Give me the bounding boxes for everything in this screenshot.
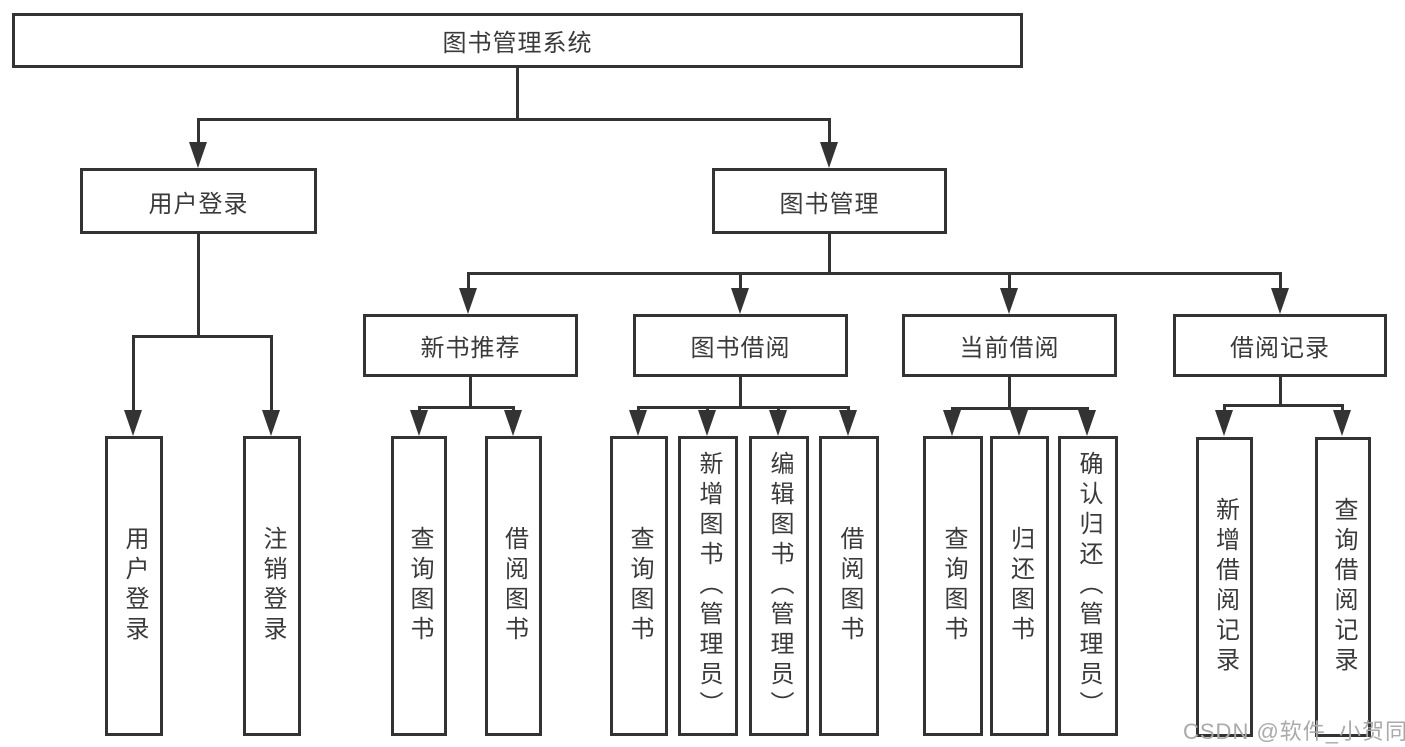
tree-line [739, 377, 742, 406]
leaf-label: 新增图书（管理员） [695, 451, 722, 721]
node-current-borrowing: 当前借阅 [902, 314, 1117, 377]
leaf-query-books-current: 查询图书 [923, 436, 983, 736]
watermark: CSDN @软件_小贺同学 [1183, 719, 1405, 744]
tree-line [467, 272, 1282, 275]
tree-line [1008, 272, 1011, 292]
tree-line [1223, 404, 1344, 407]
tree-line [270, 335, 273, 415]
tree-line [467, 272, 470, 292]
arrow-down-icon [820, 142, 838, 168]
arrow-down-icon [459, 288, 477, 314]
leaf-borrow-books: 借阅图书 [819, 436, 879, 736]
leaf-label: 确认归还（管理员） [1075, 451, 1102, 721]
arrow-down-icon [1000, 288, 1018, 314]
leaf-edit-book-admin: 编辑图书（管理员） [749, 436, 809, 736]
arrow-down-icon [698, 410, 716, 436]
leaf-label: 借阅图书 [500, 526, 528, 646]
node-label: 图书管理 [779, 190, 880, 218]
leaf-label: 查询借阅记录 [1330, 497, 1357, 677]
tree-line [1279, 377, 1282, 404]
tree-line [828, 118, 831, 146]
arrow-down-icon [262, 410, 280, 436]
arrow-down-icon [410, 410, 428, 436]
leaf-borrow-books-recommend: 借阅图书 [485, 436, 542, 736]
leaf-label: 借阅图书 [836, 526, 863, 646]
arrow-down-icon [943, 410, 961, 436]
leaf-add-book-admin: 新增图书（管理员） [678, 436, 738, 736]
arrow-down-icon [769, 410, 787, 436]
node-label: 图书借阅 [690, 335, 791, 362]
tree-line [1008, 377, 1011, 407]
node-borrowing-records: 借阅记录 [1173, 314, 1387, 377]
leaf-label: 查询图书 [406, 526, 433, 646]
node-book-management: 图书管理 [712, 168, 947, 234]
arrow-down-icon [1333, 410, 1351, 436]
leaf-label: 归还图书 [1006, 526, 1034, 646]
node-library-management-system: 图书管理系统 [12, 13, 1023, 68]
leaf-label: 查询图书 [940, 526, 967, 646]
leaf-add-borrow-record: 新增借阅记录 [1196, 437, 1253, 737]
leaf-return-books: 归还图书 [990, 436, 1049, 736]
arrow-down-icon [1215, 410, 1233, 436]
leaf-label: 编辑图书（管理员） [766, 451, 793, 721]
tree-line [516, 68, 519, 118]
arrow-down-icon [124, 410, 142, 436]
arrow-down-icon [731, 288, 749, 314]
tree-line [1279, 272, 1282, 292]
tree-line [197, 118, 831, 121]
arrow-down-icon [839, 410, 857, 436]
leaf-query-borrow-record: 查询借阅记录 [1315, 437, 1371, 737]
arrow-down-icon [629, 410, 647, 436]
node-new-book-recommendation: 新书推荐 [363, 314, 578, 377]
node-book-borrowing: 图书借阅 [633, 314, 848, 377]
tree-line [197, 234, 200, 335]
tree-line [469, 377, 472, 406]
arrow-down-icon [189, 142, 207, 168]
node-label: 借阅记录 [1230, 335, 1330, 362]
tree-line [739, 272, 742, 292]
tree-line [132, 335, 135, 415]
tree-line [197, 118, 200, 146]
leaf-user-login: 用户登录 [105, 436, 163, 736]
leaf-confirm-return-admin: 确认归还（管理员） [1058, 436, 1118, 736]
arrow-down-icon [1078, 410, 1096, 436]
node-label: 用户登录 [148, 190, 249, 218]
arrow-down-icon [1271, 288, 1289, 314]
arrow-down-icon [1010, 410, 1028, 436]
node-label: 新书推荐 [420, 335, 521, 362]
leaf-label: 注销登录 [259, 526, 286, 646]
leaf-logout: 注销登录 [243, 436, 301, 736]
leaf-query-books-recommend: 查询图书 [391, 436, 447, 736]
tree-line [132, 335, 273, 338]
leaf-query-books-borrow: 查询图书 [610, 436, 668, 736]
leaf-label: 查询图书 [626, 526, 653, 646]
arrow-down-icon [504, 410, 522, 436]
leaf-label: 新增借阅记录 [1211, 497, 1239, 677]
tree-line [828, 234, 831, 272]
tree-line [418, 406, 515, 409]
node-label: 图书管理系统 [442, 30, 593, 57]
node-user-login: 用户登录 [80, 168, 317, 234]
tree-line [637, 406, 849, 409]
node-label: 当前借阅 [959, 335, 1060, 362]
leaf-label: 用户登录 [121, 526, 148, 646]
